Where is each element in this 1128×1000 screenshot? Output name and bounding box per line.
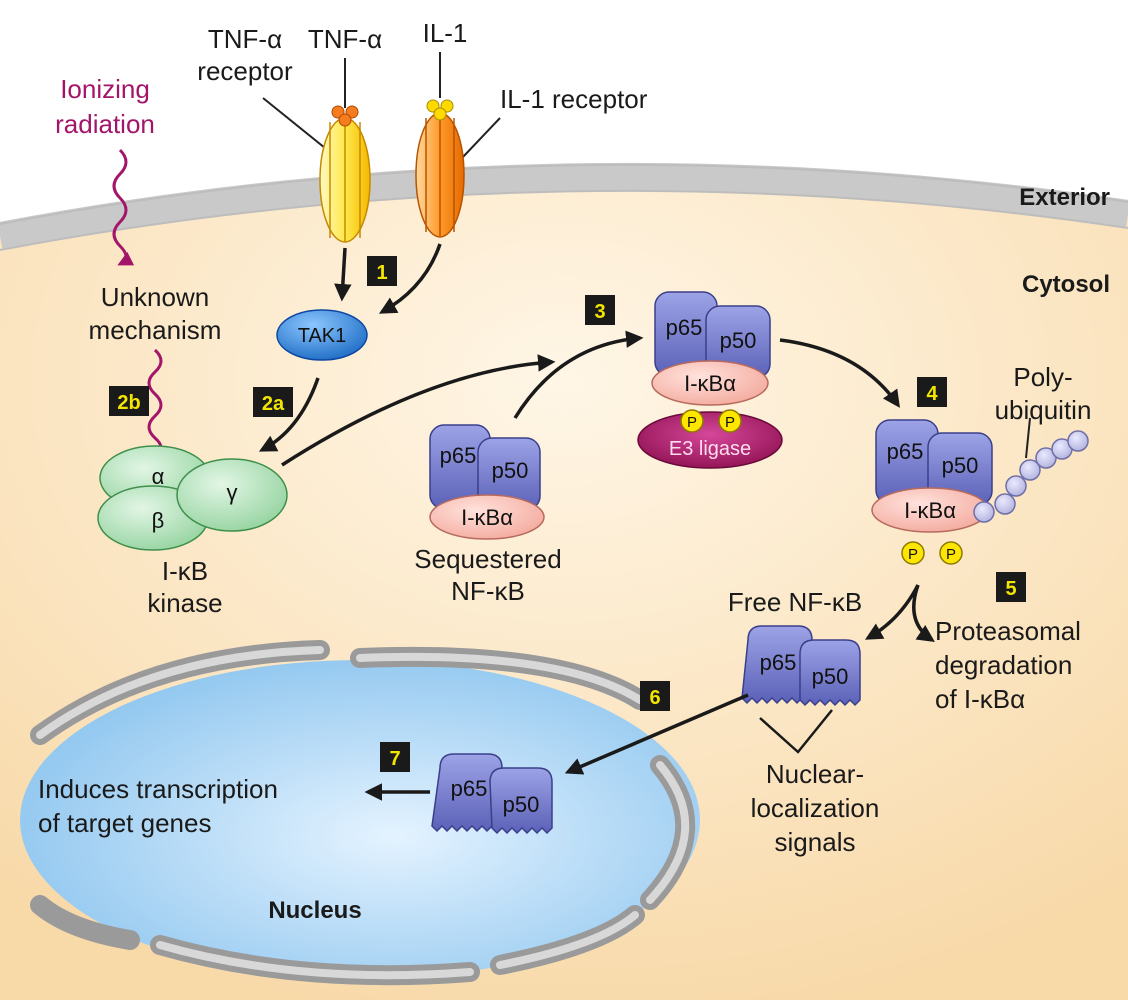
sequestered-nfkb-complex: p65 p50 I-κBα — [429, 424, 545, 540]
svg-text:1: 1 — [376, 262, 387, 284]
step-7-badge: 7 — [380, 742, 410, 772]
cytosol-label: Cytosol — [1022, 271, 1110, 298]
step-2b-badge: 2b — [109, 386, 149, 416]
free-nfkb-label: Free NF-κB — [728, 587, 862, 617]
plasma-membrane — [0, 162, 1128, 250]
ikba-label: I-κBα — [461, 505, 513, 530]
phosphate-label: P — [725, 414, 735, 431]
arrow-to-ubiquitinated — [779, 338, 900, 408]
p65-label: p65 — [440, 443, 477, 468]
svg-text:5: 5 — [1005, 578, 1016, 600]
nucleus-label: Nucleus — [268, 897, 361, 924]
step-6-badge: 6 — [640, 681, 670, 711]
arrow-ikk-to-complex — [281, 354, 556, 467]
exterior-label: Exterior — [1019, 184, 1110, 211]
p50-label: p50 — [492, 458, 529, 483]
tak1-protein: TAK1 — [276, 309, 368, 361]
ubiquitinated-complex: p65 p50 I-κBα P P — [871, 417, 1089, 565]
phosphorylated-complex: E3 ligase p65 p50 I-κBα P P — [637, 291, 783, 469]
nuclear-nfkb-complex: p65 p50 — [431, 753, 553, 835]
svg-text:2a: 2a — [262, 393, 285, 415]
svg-text:6: 6 — [649, 687, 660, 709]
nucleus-interior — [20, 660, 700, 980]
svg-text:2b: 2b — [117, 392, 140, 414]
ikk-gamma-label: γ — [227, 480, 238, 505]
arrow-il1-to-tak1 — [378, 243, 442, 314]
arrow-to-proteasome — [912, 584, 935, 642]
ikba-label: I-κBα — [684, 371, 736, 396]
step-2a-badge: 2a — [253, 387, 293, 417]
step-3-badge: 3 — [585, 295, 615, 325]
tnf-alpha-label: TNF-α — [308, 24, 382, 54]
ikk-alpha-label: α — [152, 464, 165, 489]
step-1-badge: 1 — [367, 256, 397, 286]
ikba-label: I-κBα — [904, 498, 956, 523]
phosphate-label: P — [687, 414, 697, 431]
radiation-wave-2 — [147, 348, 170, 460]
p65-label: p65 — [451, 776, 488, 801]
arrow-tnf-to-tak1 — [334, 247, 352, 302]
p50-label: p50 — [503, 792, 540, 817]
step-4-badge: 4 — [917, 377, 947, 407]
ikb-kinase-complex: α β γ — [97, 445, 288, 551]
radiation-wave — [112, 148, 135, 266]
p50-label: p50 — [812, 664, 849, 689]
svg-text:3: 3 — [594, 301, 605, 323]
phosphate-label: P — [946, 546, 956, 563]
free-nfkb-complex: p65 p50 — [741, 625, 861, 754]
p50-label: p50 — [942, 453, 979, 478]
e3-ligase-label: E3 ligase — [669, 438, 751, 460]
p65-label: p65 — [887, 439, 924, 464]
arrow-tak1-to-ikk — [258, 377, 320, 452]
arrow-sequestered-to-phosphorylated — [513, 330, 644, 419]
step-5-badge: 5 — [996, 572, 1026, 602]
phosphate-label: P — [908, 546, 918, 563]
p50-label: p50 — [720, 328, 757, 353]
il1-receptor-label: IL-1 receptor — [500, 84, 648, 114]
arrow-free-to-nucleus — [564, 693, 749, 775]
tnf-alpha-receptor — [262, 58, 371, 243]
il1-receptor — [415, 52, 501, 238]
svg-text:7: 7 — [389, 748, 400, 770]
tak1-label: TAK1 — [298, 325, 347, 347]
polyubiquitin-label: Poly-ubiquitin — [995, 362, 1092, 425]
ikk-beta-label: β — [152, 508, 165, 533]
p65-label: p65 — [760, 650, 797, 675]
svg-text:4: 4 — [926, 383, 938, 405]
p65-label: p65 — [666, 315, 703, 340]
polyubiquitin-chain — [973, 430, 1089, 523]
il1-label: IL-1 — [423, 18, 468, 48]
